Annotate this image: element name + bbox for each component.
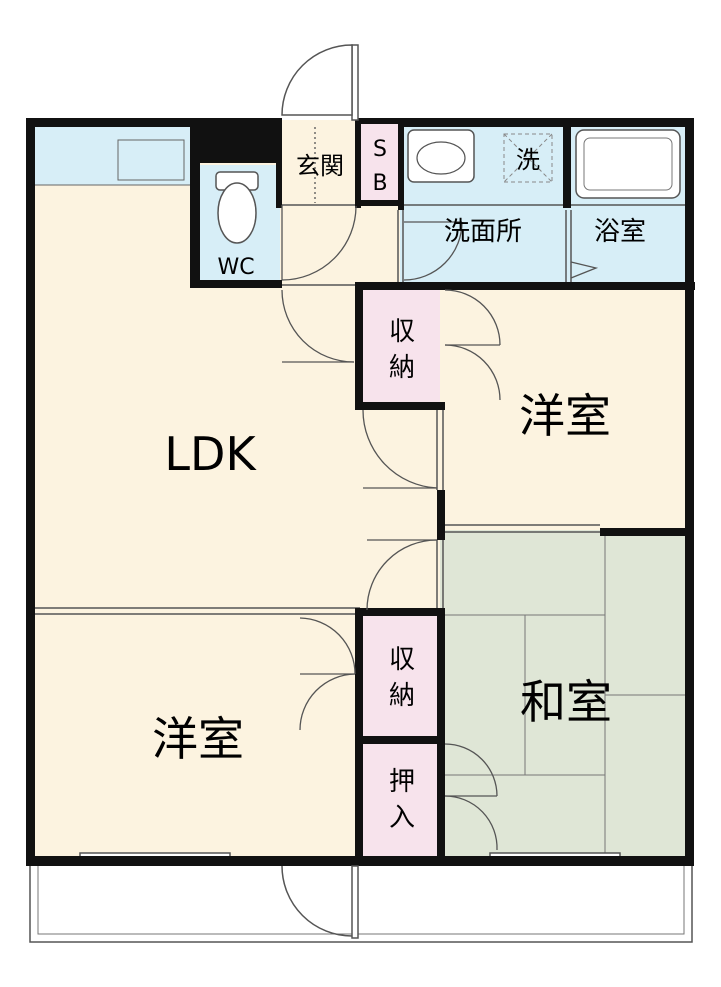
oshiire-label-bottom: 入 (389, 803, 415, 833)
genkan-floor (280, 120, 360, 205)
genkan-label: 玄関 (296, 152, 344, 180)
japanese-room-label: 和室 (520, 675, 612, 729)
storage-2-label-bottom: 納 (389, 681, 415, 711)
wc-label: WC (217, 255, 254, 280)
washer-space (503, 133, 553, 183)
washroom-label: 洗面所 (444, 217, 522, 247)
walls (26, 118, 695, 866)
western-room-1-floor (440, 285, 690, 530)
shoebox (360, 120, 400, 205)
tatami-lines (445, 535, 685, 855)
western-room-2-label: 洋室 (152, 712, 244, 766)
oshiire-label-top: 押 (389, 767, 415, 797)
balcony-door (281, 865, 359, 939)
thin-lines (30, 204, 690, 855)
bath-label: 浴室 (594, 217, 646, 247)
ldk-label: LDK (164, 427, 257, 481)
western-room-2-floor (30, 610, 360, 862)
door-swings (281, 127, 599, 851)
storage-2 (360, 610, 440, 740)
toilet-bowl (217, 182, 257, 244)
western-room-1-label: 洋室 (519, 389, 611, 443)
washer-label: 洗 (516, 146, 540, 174)
storage-1 (360, 285, 440, 405)
storage-1-label-bottom: 納 (389, 353, 415, 383)
storage-1-label-top: 収 (389, 317, 415, 347)
hall-floor (280, 205, 400, 285)
sb-label-bottom: B (372, 171, 387, 196)
balcony (29, 861, 693, 943)
oshiire (360, 740, 440, 862)
entrance-door (281, 44, 359, 121)
sb-label-top: S (373, 137, 387, 162)
sink (117, 139, 185, 181)
japanese-room-floor (440, 530, 690, 862)
storage-2-label-top: 収 (389, 645, 415, 675)
bathtub (575, 129, 681, 199)
